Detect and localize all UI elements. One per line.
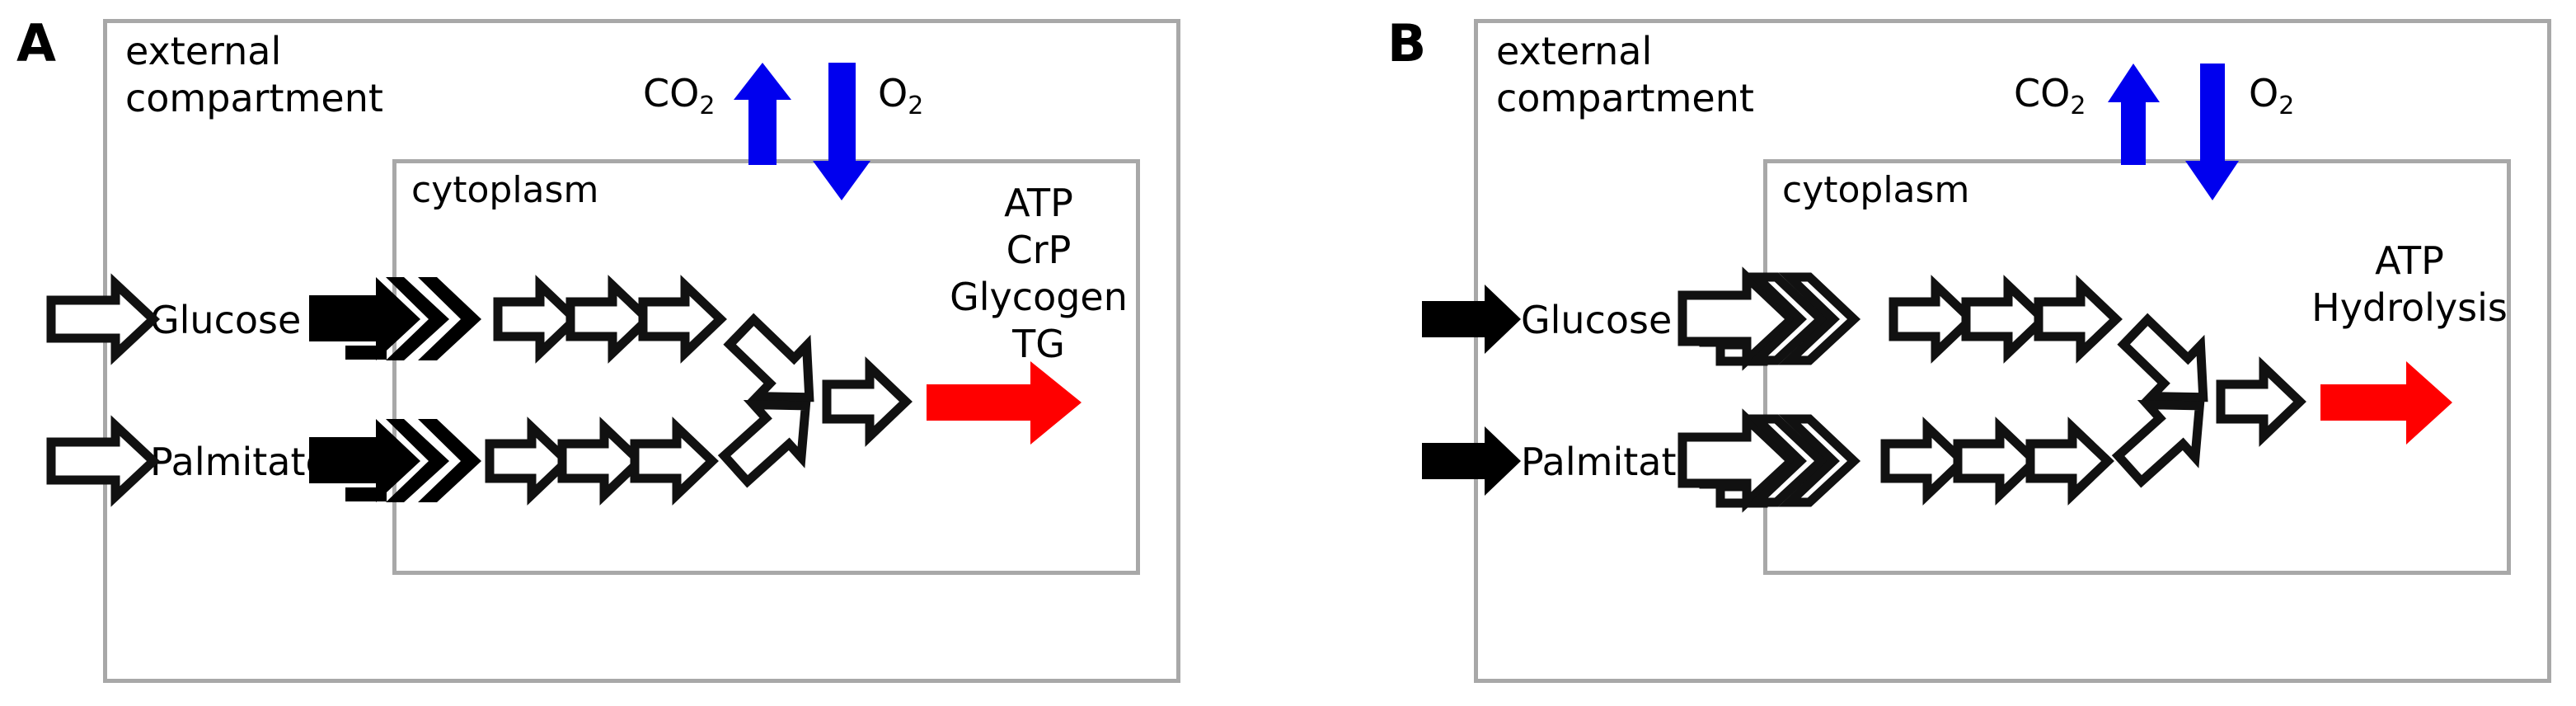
panel-a-co2-label: CO2 [643, 71, 716, 120]
panel-b-cytoplasm-label: cytoplasm [1782, 169, 1970, 211]
panel-a-letter: A [16, 13, 56, 73]
panel-b-cytoplasm-box: cytoplasm [1763, 159, 2511, 575]
panel-b-o2-label: O2 [2249, 71, 2295, 120]
panel-a-cytoplasm-label: cytoplasm [411, 169, 599, 211]
panel-a: A external compartment cytoplasm CO2 O2 … [0, 0, 1245, 706]
panel-b-external-compartment-label: external compartment [1496, 29, 1754, 120]
panel-b-co2-label: CO2 [2014, 71, 2086, 120]
panel-a-substrate-label-glucose: Glucose [150, 298, 302, 342]
panel-a-products-label: ATP CrP Glycogen TG [950, 181, 1128, 366]
panel-b-external-compartment-box: external compartment [1474, 19, 2551, 683]
panel-b-letter: B [1387, 13, 1427, 73]
panel-a-o2-label: O2 [878, 71, 924, 120]
panel-a-external-compartment-label: external compartment [125, 29, 383, 120]
panel-a-substrate-label-palmitate: Palmitate [150, 440, 329, 484]
panel-b-products-label: ATP Hydrolysis [2311, 238, 2508, 330]
panel-b-substrate-label-palmitate: Palmitate [1521, 440, 1700, 484]
panel-b-substrate-label-glucose: Glucose [1521, 298, 1673, 342]
panel-b: B external compartment cytoplasm CO2 O2 … [1371, 0, 2576, 706]
